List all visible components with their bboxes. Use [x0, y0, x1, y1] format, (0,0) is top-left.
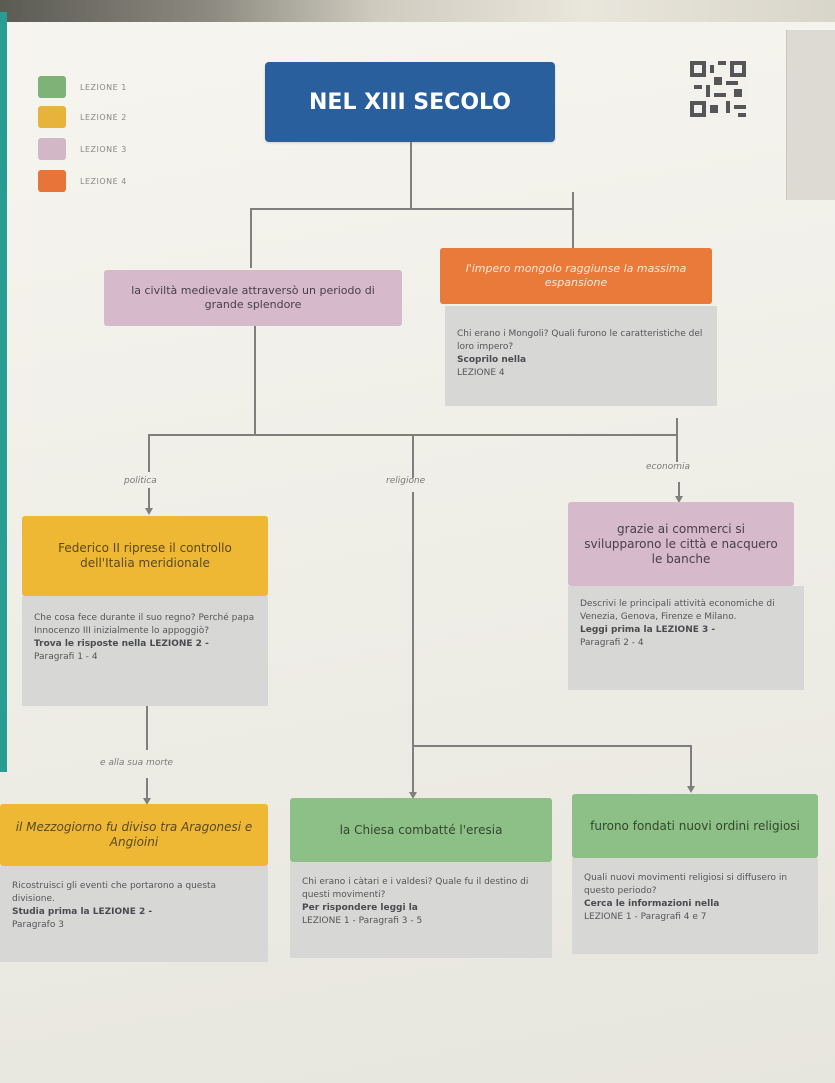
node-civilta: la civiltà medievale attraversò un perio…: [104, 270, 402, 326]
legend-swatch: [38, 106, 66, 128]
question-box-mezzogiorno: Ricostruisci gli eventi che portarono a …: [0, 866, 268, 962]
connector: [250, 208, 252, 268]
lesson-ref: Paragrafi 2 - 4: [580, 638, 644, 648]
lesson-ref: Paragrafo 3: [12, 920, 64, 930]
connector: [146, 706, 148, 750]
node-commerci: grazie ai commerci si svilupparono le ci…: [568, 502, 794, 586]
connector: [412, 492, 414, 792]
lesson-ref: LEZIONE 1 - Paragrafi 3 - 5: [302, 916, 423, 926]
study-hint: Studia prima la LEZIONE 2 -: [12, 907, 153, 917]
study-hint: Cerca le informazioni nella: [584, 899, 720, 909]
question-text: Quali nuovi movimenti religiosi si diffu…: [584, 873, 788, 896]
legend-label: LEZIONE 2: [80, 112, 127, 122]
node-impero-mongolo: l'impero mongolo raggiunse la massima es…: [440, 248, 712, 304]
connector: [148, 434, 150, 472]
legend-label: LEZIONE 1: [80, 82, 127, 92]
legend-label: LEZIONE 4: [80, 176, 127, 186]
lesson-ref: Paragrafi 1 - 4: [34, 652, 98, 662]
legend-swatch: [38, 170, 66, 192]
connector: [148, 488, 150, 510]
connector: [676, 418, 678, 462]
arrow-down-icon: [145, 508, 153, 515]
question-box-ordini: Quali nuovi movimenti religiosi si diffu…: [572, 858, 818, 954]
branch-label-alla-morte: e alla sua morte: [100, 758, 174, 768]
node-federico: Federico II riprese il controllo dell'It…: [22, 516, 268, 596]
legend-item-lezione-2: LEZIONE 2: [38, 106, 127, 128]
legend-label: LEZIONE 3: [80, 144, 127, 154]
question-box-commerci: Descrivi le principali attività economic…: [568, 586, 804, 690]
question-text: Descrivi le principali attività economic…: [580, 599, 775, 622]
adjacent-page: [786, 30, 835, 200]
page-edge-stripe: [0, 12, 7, 772]
question-box-mongolo: Chi erano i Mongoli? Quali furono le car…: [445, 306, 717, 406]
legend-item-lezione-4: LEZIONE 4: [38, 170, 127, 192]
question-text: Che cosa fece durante il suo regno? Perc…: [34, 613, 255, 636]
node-mezzogiorno: il Mezzogiorno fu diviso tra Aragonesi e…: [0, 804, 268, 866]
node-ordini: furono fondati nuovi ordini religiosi: [572, 794, 818, 858]
question-box-chiesa: Chi erano i càtari e i valdesi? Quale fu…: [290, 862, 552, 958]
arrow-down-icon: [675, 496, 683, 503]
study-hint: Per rispondere leggi la: [302, 903, 418, 913]
connector: [678, 482, 680, 500]
connector: [412, 745, 692, 747]
connector: [412, 434, 414, 478]
node-chiesa: la Chiesa combatté l'eresia: [290, 798, 552, 862]
connector: [250, 208, 574, 210]
branch-label-economia: economia: [646, 462, 690, 472]
legend-swatch: [38, 138, 66, 160]
photo-top-edge: [0, 0, 835, 22]
question-text: Chi erano i càtari e i valdesi? Quale fu…: [302, 877, 529, 900]
question-box-federico: Che cosa fece durante il suo regno? Perc…: [22, 596, 268, 706]
qr-code-icon: [690, 61, 746, 117]
connector: [572, 192, 574, 248]
arrow-down-icon: [687, 786, 695, 793]
question-text: Ricostruisci gli eventi che portarono a …: [12, 881, 217, 904]
arrow-down-icon: [409, 792, 417, 799]
study-hint: Scoprilo nella: [457, 355, 527, 365]
branch-label-religione: religione: [386, 476, 426, 486]
lesson-ref: LEZIONE 1 - Paragrafi 4 e 7: [584, 912, 707, 922]
legend-item-lezione-1: LEZIONE 1: [38, 76, 127, 98]
arrow-down-icon: [143, 798, 151, 805]
legend-item-lezione-3: LEZIONE 3: [38, 138, 127, 160]
study-hint: Trova le risposte nella LEZIONE 2 -: [34, 639, 209, 649]
branch-label-politica: politica: [124, 476, 157, 486]
legend-swatch: [38, 76, 66, 98]
connector: [410, 142, 412, 208]
lesson-ref: LEZIONE 4: [457, 368, 505, 378]
connector: [254, 326, 256, 436]
study-hint: Leggi prima la LEZIONE 3 -: [580, 625, 716, 635]
connector: [690, 745, 692, 787]
connector: [146, 778, 148, 800]
question-text: Chi erano i Mongoli? Quali furono le car…: [457, 329, 703, 352]
map-title: NEL XIII SECOLO: [265, 62, 555, 142]
